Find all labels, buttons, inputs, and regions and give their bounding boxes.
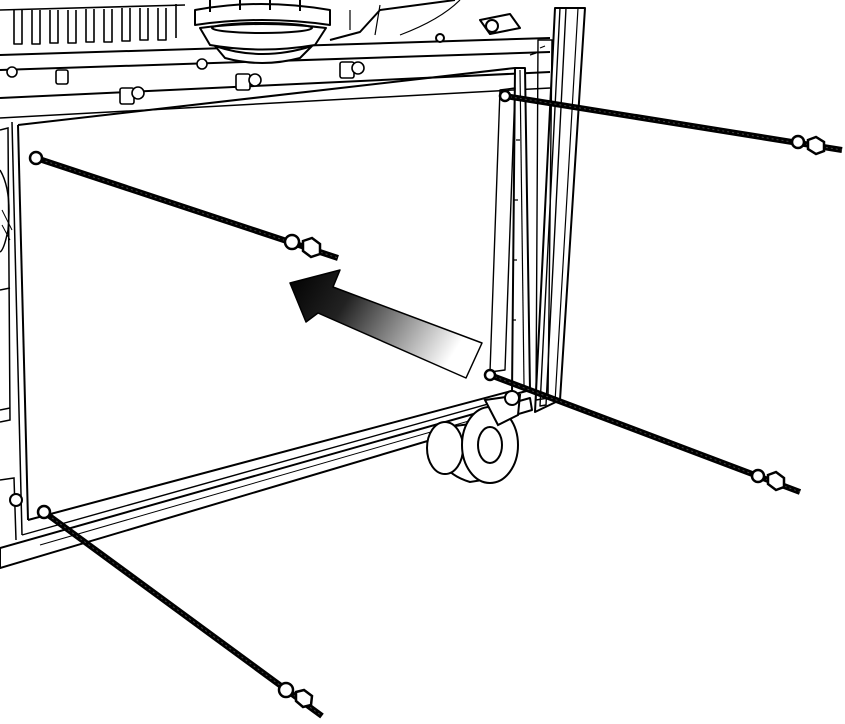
bottom-rail: [0, 394, 533, 569]
top-frame: [0, 0, 551, 119]
vent-slats: [0, 4, 186, 45]
threaded-rod: [483, 368, 802, 495]
caster-wheel: [426, 390, 522, 484]
hex-nut: [294, 688, 314, 709]
washer: [750, 468, 766, 484]
bar-clips: [6, 58, 365, 105]
direction-arrow: [289, 269, 483, 379]
washer: [483, 368, 497, 382]
threaded-rod: [28, 150, 339, 261]
motor-housing: [194, 0, 331, 64]
washer: [790, 134, 806, 150]
hex-nut: [301, 236, 322, 259]
hex-nut: [806, 135, 826, 156]
washer: [283, 233, 301, 251]
washer: [277, 681, 295, 699]
hex-nut: [766, 470, 786, 492]
washer: [36, 504, 52, 520]
back-panel: [0, 67, 516, 541]
threaded-rod: [36, 504, 324, 719]
washer: [28, 150, 44, 166]
washer: [498, 89, 512, 103]
threaded-rod: [498, 89, 843, 156]
